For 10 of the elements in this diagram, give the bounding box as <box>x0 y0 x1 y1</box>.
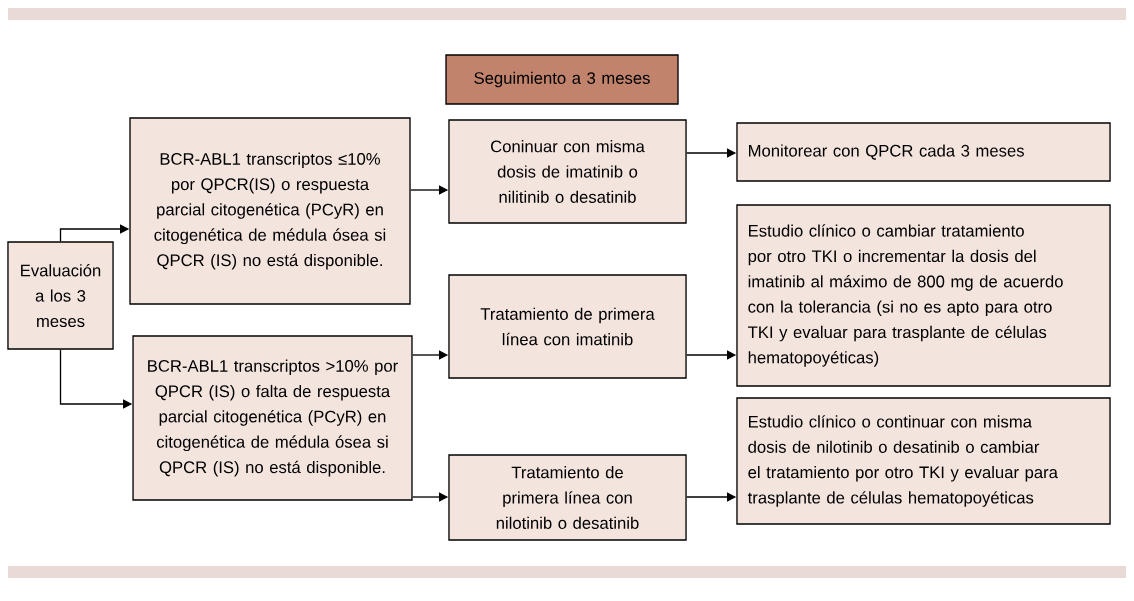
action-box: Monitorear con QPCR cada 3 meses <box>736 122 1111 182</box>
condition-box: BCR-ABL1 transcriptos >10% por QPCR (IS) o falta de respuesta parcial citogenética (PCyR) en citogenética de médula ósea si QPCR (IS) no está disponible. <box>132 335 413 501</box>
action-box: Estudio clínico o cambiar tratamiento por otro TKI o incrementar la dosis del imatinib al máximo de 800 mg de acuerdo con la tolerancia (si no es apto para otro TKI y evaluar para trasplante de células hematopoyéticas) <box>736 204 1111 387</box>
treatment-box: Tratamiento de primera línea con imatinib <box>448 274 687 379</box>
start-box: Evaluación a los 3 meses <box>7 241 114 350</box>
action-box: Estudio clínico o continuar con misma dosis de nilotinib o desatinib o cambiar el tratamiento por otro TKI y evaluar para trasplante de células hematopoyéticas <box>736 397 1111 525</box>
condition-box: BCR-ABL1 transcriptos ≤10% por QPCR(IS) o respuesta parcial citogenética (PCyR) en citogenética de médula ósea si QPCR (IS) no está disponible. <box>129 117 411 305</box>
treatment-box: Tratamiento de primera línea con nilotinib o desatinib <box>448 454 687 541</box>
title-box: Seguimiento a 3 meses <box>445 54 679 105</box>
treatment-box: Coninuar con misma dosis de imatinib o nilitinib o desatinib <box>448 119 687 224</box>
